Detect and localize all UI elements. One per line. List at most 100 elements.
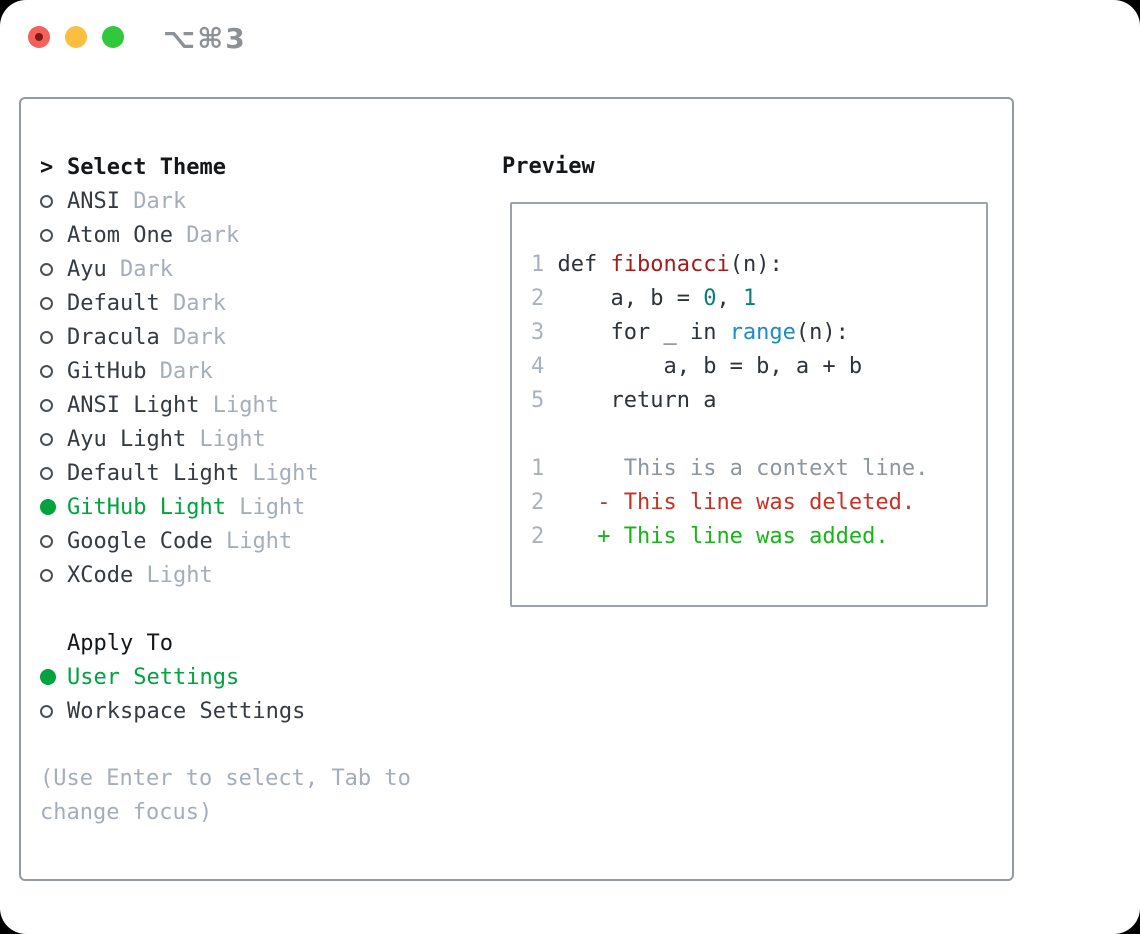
code-line: 4 a, b = b, a + b <box>531 350 986 384</box>
code-segment-builtin: range <box>729 320 796 345</box>
radio-cell <box>40 398 67 412</box>
theme-option[interactable]: Google Code Light <box>40 524 495 558</box>
radio-unselected-icon[interactable] <box>40 228 53 242</box>
theme-option[interactable]: ANSI Dark <box>40 184 495 218</box>
option-label: Ayu <box>67 256 107 282</box>
option-variant-label: Dark <box>146 358 213 384</box>
code-segment-default: (n): <box>795 320 849 345</box>
line-number: 3 <box>531 320 558 345</box>
zoom-button-icon[interactable] <box>102 26 124 48</box>
option-variant-label: Dark <box>106 256 173 282</box>
radio-cell <box>40 228 67 242</box>
preview-title: Preview <box>502 154 595 179</box>
radio-cell <box>40 330 67 344</box>
option-variant-label: Dark <box>159 290 226 316</box>
line-number: 5 <box>531 388 558 413</box>
option-variant-label: Dark <box>172 222 240 248</box>
radio-cell <box>40 499 67 515</box>
code-line: 1 This is a context line. <box>531 452 986 486</box>
option-label: Default Light <box>67 460 240 486</box>
radio-unselected-icon[interactable] <box>40 330 53 344</box>
line-number: 1 <box>531 252 558 277</box>
code-segment-default: a, b = b, a + b <box>557 354 863 379</box>
code-line: 2 a, b = 0, 1 <box>531 282 986 316</box>
code-segment-context: This is a context line. <box>557 456 929 481</box>
theme-option[interactable]: GitHub Light Light <box>40 490 495 524</box>
code-line: 2 - This line was deleted. <box>531 486 986 520</box>
code-segment-default: , <box>716 286 743 311</box>
radio-cell <box>40 704 67 718</box>
option-variant-label: Dark <box>119 188 187 214</box>
code-segment-default: (n): <box>729 252 783 277</box>
minimize-button-icon[interactable] <box>65 26 87 48</box>
radio-unselected-icon[interactable] <box>40 534 53 548</box>
theme-option[interactable]: XCode Light <box>40 558 495 592</box>
option-variant-label: Light <box>225 494 306 520</box>
radio-selected-icon[interactable] <box>40 499 56 515</box>
option-label: Google Code <box>67 528 213 554</box>
option-label: Dracula <box>67 324 160 350</box>
title-bar: ⌥⌘3 <box>0 0 1140 70</box>
radio-unselected-icon[interactable] <box>40 398 53 412</box>
code-line: 2 + This line was added. <box>531 520 986 554</box>
radio-cell <box>40 262 67 276</box>
radio-cell <box>40 568 67 582</box>
code-segment-function: fibonacci <box>610 252 730 277</box>
code-line: 1 def fibonacci(n): <box>531 248 986 282</box>
option-label: Ayu Light <box>67 426 187 452</box>
code-segment-default: return a <box>557 388 717 413</box>
radio-unselected-icon[interactable] <box>40 704 53 718</box>
radio-unselected-icon[interactable] <box>40 432 53 446</box>
spacer <box>40 728 495 762</box>
line-number: 2 <box>531 286 558 311</box>
option-label: Workspace Settings <box>67 698 306 724</box>
radio-unselected-icon[interactable] <box>40 262 53 276</box>
radio-unselected-icon[interactable] <box>40 568 53 582</box>
option-variant-label: Light <box>212 528 293 554</box>
line-number: 4 <box>531 354 558 379</box>
apply-to-option[interactable]: User Settings <box>40 660 495 694</box>
code-segment-default: for _ in <box>557 320 730 345</box>
radio-unselected-icon[interactable] <box>40 296 53 310</box>
radio-cell <box>40 466 67 480</box>
code-line: 3 for _ in range(n): <box>531 316 986 350</box>
theme-option[interactable]: Ayu Light Light <box>40 422 495 456</box>
option-variant-label: Light <box>133 562 213 588</box>
theme-option[interactable]: Default Dark <box>40 286 495 320</box>
radio-unselected-icon[interactable] <box>40 194 53 208</box>
radio-selected-icon[interactable] <box>40 669 56 685</box>
option-label: XCode <box>67 562 134 588</box>
option-label: GitHub Light <box>67 494 226 520</box>
radio-cell <box>40 534 67 548</box>
close-button-icon[interactable] <box>28 26 50 48</box>
apply-to-header: Apply To <box>40 626 495 660</box>
theme-option[interactable]: Dracula Dark <box>40 320 495 354</box>
radio-unselected-icon[interactable] <box>40 466 53 480</box>
radio-cell <box>40 364 67 378</box>
prompt-caret-icon: > <box>40 154 54 180</box>
page-title: Select Theme <box>67 154 226 180</box>
line-number: 1 <box>531 456 558 481</box>
code-segment-default: def <box>557 252 611 277</box>
code-line: 5 return a <box>531 384 986 418</box>
option-variant-label: Light <box>239 460 319 486</box>
radio-cell <box>40 296 67 310</box>
theme-option[interactable]: Atom One Dark <box>40 218 495 252</box>
code-segment-default: a, b = <box>557 286 704 311</box>
keyboard-hint: (Use Enter to select, Tab to change focu… <box>40 766 411 825</box>
option-label: Default <box>67 290 160 316</box>
radio-cell <box>40 194 67 208</box>
option-variant-label: Dark <box>159 324 226 350</box>
apply-to-option[interactable]: Workspace Settings <box>40 694 495 728</box>
theme-option[interactable]: GitHub Dark <box>40 354 495 388</box>
radio-unselected-icon[interactable] <box>40 364 53 378</box>
option-variant-label: Light <box>199 392 279 418</box>
theme-option[interactable]: Ayu Dark <box>40 252 495 286</box>
theme-option[interactable]: ANSI Light Light <box>40 388 495 422</box>
theme-option[interactable]: Default Light Light <box>40 456 495 490</box>
